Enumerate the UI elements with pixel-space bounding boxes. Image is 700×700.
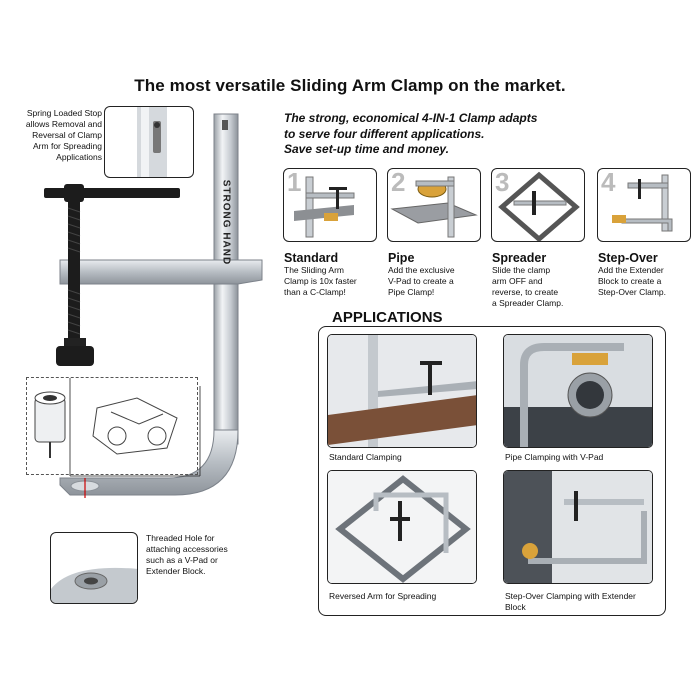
applications-panel [318,326,666,616]
photo-caption: Reversed Arm for Spreading [329,591,437,601]
mode-name: Step-Over [598,251,658,265]
threaded-hole-note: Threaded Hole for attaching accessories … [146,533,228,576]
spring-stop-detail [104,106,194,178]
clamp-illustration [44,113,263,498]
mode-number: 3 [495,168,510,197]
mode-name: Spreader [492,251,547,265]
photo-caption: Standard Clamping [329,452,402,462]
mode-name: Pipe [388,251,415,265]
spring-stop-note: Spring Loaded Stop allows Removal and Re… [25,108,102,162]
mode-number: 2 [391,168,406,197]
mode-description: Add the Extender Block to create a Step-… [598,265,667,297]
photo-step-over [503,470,653,584]
photo-reversed-arm [327,470,477,584]
lead-text: The strong, economical 4-IN-1 Clamp adap… [284,111,584,158]
mode-thumb-step-over: 4 [597,168,691,242]
brand-label: STRONG HAND [218,170,234,280]
vpad-detail [26,377,198,475]
mode-thumb-spreader: 3 [491,168,585,242]
mode-description: Add the exclusive V-Pad to create a Pipe… [388,265,455,297]
mode-name: Standard [284,251,339,265]
photo-caption: Pipe Clamping with V-Pad [505,452,604,462]
photo-caption: Step-Over Clamping with Extender Block [505,591,636,612]
mode-number: 4 [601,168,616,197]
photo-pipe-clamping [503,334,653,448]
threaded-hole-detail [50,532,138,604]
mode-number: 1 [287,168,302,197]
mode-description: The Sliding Arm Clamp is 10x faster than… [284,265,357,297]
mode-description: Slide the clamp arm OFF and reverse, to … [492,265,564,308]
headline: The most versatile Sliding Arm Clamp on … [134,76,566,95]
photo-standard-clamping [327,334,477,448]
mode-thumb-pipe: 2 [387,168,481,242]
lead-line: Save set-up time and money. [284,142,449,156]
mode-thumb-standard: 1 [283,168,377,242]
brand-text: STRONG HAND [220,179,232,266]
lead-line: to serve four different applications. [284,126,485,141]
applications-title: APPLICATIONS [328,309,447,326]
lead-line: The strong, economical 4-IN-1 Clamp adap… [284,111,538,125]
